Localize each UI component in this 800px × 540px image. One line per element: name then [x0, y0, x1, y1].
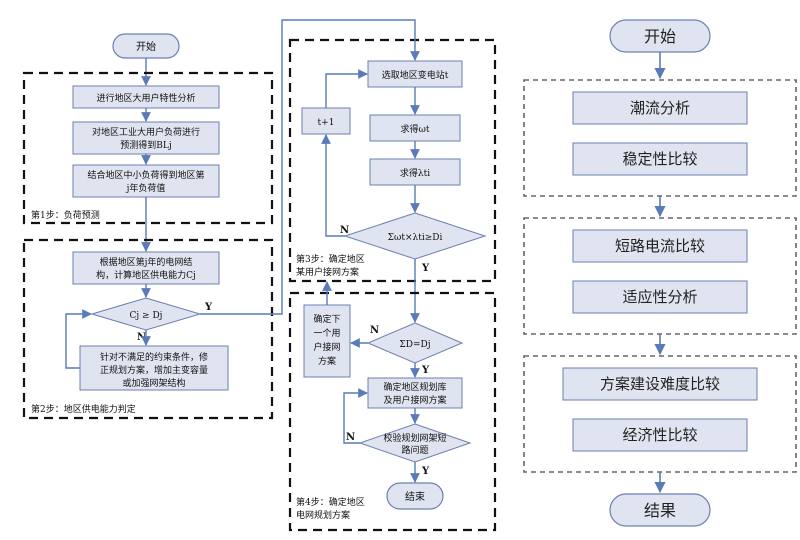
right-box-adaptability: 适应性分析: [572, 280, 748, 314]
right-group2-item1: 短路电流比较: [615, 237, 705, 255]
step2-yes-label: Y: [204, 302, 213, 313]
right-box-short-circuit: 短路电流比较: [572, 229, 748, 263]
step4-decision2-line2: 路问题: [401, 444, 428, 456]
step3-label-line2: 某用户接网方案: [296, 266, 359, 278]
step3-decision-sum: Σωt×λti≥Di: [343, 212, 487, 260]
right-box-economy: 经济性比较: [572, 418, 748, 452]
step1-box-user-analysis: 进行地区大用户特性分析: [72, 85, 220, 109]
step4-yes2-label: Y: [421, 466, 430, 477]
step3-box-lambda: 求得λti: [369, 158, 461, 186]
step4-yes1-label: Y: [421, 365, 430, 376]
step4-container: [288, 291, 497, 532]
step3-box-select-substation: 选取地区变电站t: [367, 60, 463, 88]
right-box-construction: 方案建设难度比较: [562, 367, 758, 401]
step3-no-label: N: [340, 225, 349, 236]
step4-decision1-text: ΣD=Dj: [399, 340, 430, 350]
right-end-terminal: 结果: [609, 493, 711, 527]
step1-box3-line2: j年负荷值: [126, 182, 166, 194]
left-start-label: 开始: [136, 40, 156, 53]
step4-box1-line2: 及用户接网方案: [383, 394, 446, 406]
step2-box2-line2: 正规划方案，增加主变容量: [100, 364, 208, 376]
step4-side-line4: 方案: [318, 355, 336, 367]
step2-box2-line3: 或加强网架结构: [122, 377, 185, 389]
step2-no-label: N: [137, 332, 146, 343]
step4-side-line2: 一个用: [313, 328, 340, 339]
step4-no2-label: N: [346, 432, 355, 443]
step1-label: 第1步：负荷预测: [31, 209, 100, 221]
step3-box-increment: t+1: [301, 107, 351, 135]
left-start-terminal: 开始: [112, 33, 180, 59]
step2-decision-text: Cj ≥ Dj: [130, 311, 163, 321]
step2-box1-line1: 根据地区第j年的电网结: [100, 256, 193, 268]
step4-box-next-user: 确定下 一个用 户接网 方案: [303, 304, 351, 378]
step3-loop-text: t+1: [318, 118, 335, 128]
right-end-label: 结果: [644, 501, 676, 520]
step2-box2-line1: 针对不满足的约束条件，修: [100, 351, 208, 363]
step2-box-supply-capacity: 根据地区第j年的电网结 构，计算地区供电能力Cj: [72, 251, 220, 285]
step4-decision2-line1: 校验规划网架短: [383, 432, 446, 444]
step4-no1-label: N: [370, 325, 379, 336]
step2-box-revise-plan: 针对不满足的约束条件，修 正规划方案，增加主变容量 或加强网架结构: [79, 345, 229, 391]
step1-box2-line1: 对地区工业大用户负荷进行: [92, 126, 200, 138]
right-group3-item1: 方案建设难度比较: [600, 375, 720, 393]
step3-label-line1: 第3步：确定地区: [296, 253, 365, 265]
step3-box-omega: 求得ωt: [369, 114, 461, 142]
right-group1-item1: 潮流分析: [630, 99, 690, 117]
connector-left-to-step3: [200, 19, 416, 315]
step3-decision-text: Σωt×λti≥Di: [388, 233, 443, 243]
step2-box1-line2: 构，计算地区供电能力Cj: [96, 269, 196, 281]
right-box-stability: 稳定性比较: [572, 142, 748, 176]
step1-container: [22, 71, 274, 225]
step4-side-line1: 确定下: [313, 313, 340, 325]
right-group3-item2: 经济性比较: [622, 426, 697, 444]
step3-box3-text: 求得λti: [400, 167, 430, 179]
right-start-terminal: 开始: [609, 19, 711, 53]
step4-label-line1: 第4步：确定地区: [296, 496, 365, 508]
step3-box1-text: 选取地区变电站t: [382, 69, 449, 81]
step4-end-terminal: 结束: [386, 482, 444, 510]
step3-container: [288, 38, 497, 283]
step3-yes-label: Y: [421, 263, 430, 274]
step1-box3-line1: 结合地区中小负荷得到地区第: [87, 169, 204, 181]
step4-box-plan-library: 确定地区规划库 及用户接网方案: [367, 377, 463, 409]
step4-label-line2: 电网规划方案: [296, 509, 350, 521]
step4-box1-line1: 确定地区规划库: [383, 381, 446, 393]
step2-decision-capacity: Cj ≥ Dj: [90, 297, 202, 331]
right-start-label: 开始: [644, 27, 676, 46]
right-box-power-flow: 潮流分析: [572, 91, 748, 125]
step1-box1-text: 进行地区大用户特性分析: [96, 92, 195, 104]
step1-box-load-forecast: 对地区工业大用户负荷进行 预测得到BLj: [72, 121, 220, 155]
right-group2-item2: 适应性分析: [622, 288, 697, 306]
step4-decision-short-circuit: 校验规划网架短 路问题: [358, 423, 472, 463]
step1-box2-line2: 预测得到BLj: [120, 139, 171, 151]
step4-decision-sum-d: ΣD=Dj: [366, 322, 464, 364]
step3-box2-text: 求得ωt: [401, 123, 430, 135]
step2-label: 第2步：地区供电能力判定: [31, 403, 136, 415]
step4-end-label: 结束: [405, 490, 425, 503]
step2-container: [22, 238, 274, 420]
step4-side-line3: 户接网: [313, 341, 340, 353]
step1-box-annual-load: 结合地区中小负荷得到地区第 j年负荷值: [72, 164, 220, 198]
right-group1-item2: 稳定性比较: [622, 150, 697, 168]
